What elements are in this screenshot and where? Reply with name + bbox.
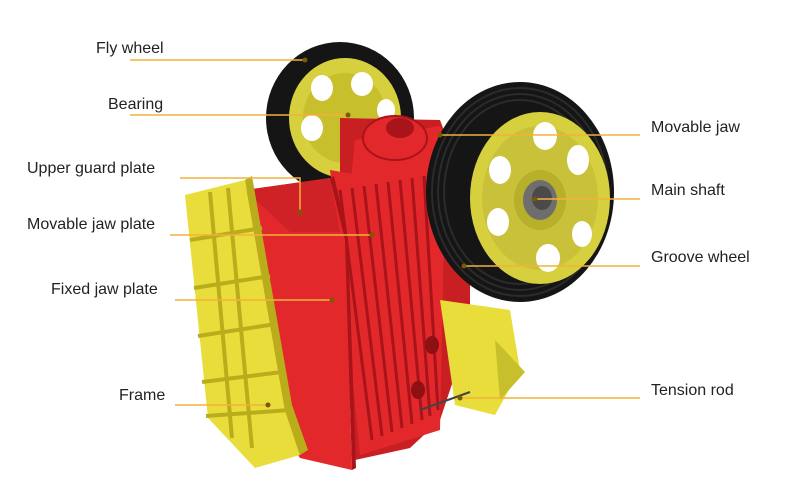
label-frame: Frame (119, 387, 165, 405)
label-main-shaft: Main shaft (651, 182, 725, 200)
label-upper-guard-plate: Upper guard plate (27, 160, 155, 178)
label-fixed-jaw-plate: Fixed jaw plate (51, 281, 158, 299)
label-tension-rod: Tension rod (651, 382, 734, 400)
label-movable-jaw-plate: Movable jaw plate (27, 216, 155, 234)
label-fly-wheel: Fly wheel (96, 40, 164, 58)
label-movable-jaw: Movable jaw (651, 119, 740, 137)
label-groove-wheel: Groove wheel (651, 249, 750, 267)
label-bearing: Bearing (108, 96, 163, 114)
groove-wheel-illustration (426, 82, 614, 302)
